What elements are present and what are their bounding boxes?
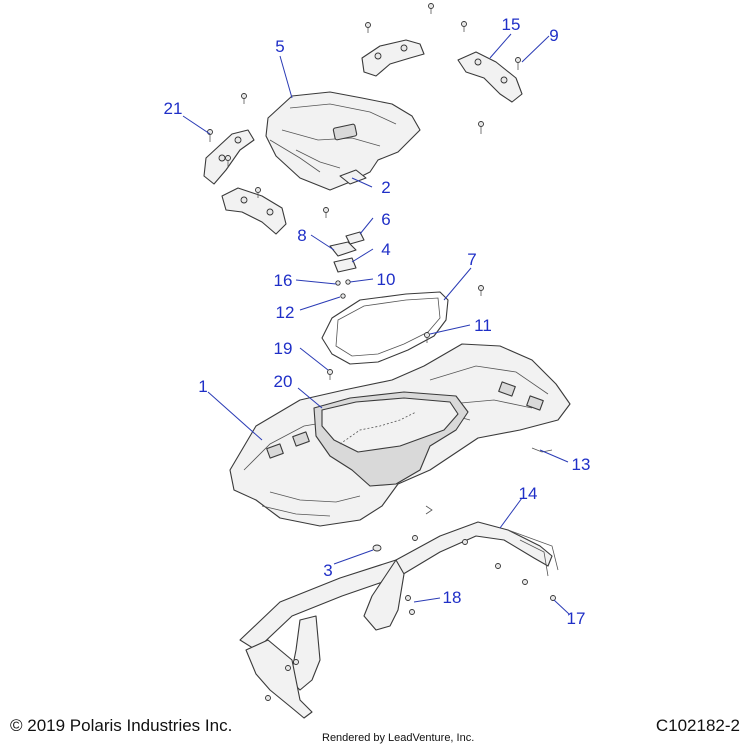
rendered-by-credit: Rendered by LeadVenture, Inc. [322, 732, 475, 744]
bolt-19 [327, 369, 333, 380]
callout-7: 7 [467, 250, 476, 269]
part-clip-small [425, 505, 433, 515]
callout-16: 16 [274, 271, 293, 290]
callout-13: 13 [572, 455, 591, 474]
leader-19 [299, 347, 329, 371]
callout-4: 4 [381, 240, 390, 259]
callout-11: 11 [474, 316, 492, 335]
leader-4 [351, 248, 374, 263]
copyright-notice: © 2019 Polaris Industries Inc. [10, 716, 233, 735]
part-storage-cover [265, 91, 421, 191]
leader-lines [182, 33, 570, 615]
part-rack-bracket-upper [361, 39, 425, 77]
leader-17 [553, 599, 570, 615]
part-rear-frame [239, 521, 559, 719]
leader-20 [297, 387, 323, 409]
callout-15: 15 [502, 15, 521, 34]
leader-21 [182, 115, 211, 135]
callout-10: 10 [377, 270, 396, 289]
callout-6: 6 [381, 210, 390, 229]
leader-2 [351, 177, 373, 188]
callout-5: 5 [275, 37, 284, 56]
leader-5 [279, 55, 293, 99]
part-rack-bracket-left-lower [221, 187, 287, 235]
callout-2: 2 [381, 178, 390, 197]
callout-20: 20 [274, 372, 293, 391]
callout-12: 12 [276, 303, 295, 322]
bolts-scattered [207, 3, 521, 296]
callout-labels: 5 15 9 21 2 6 8 4 16 10 12 7 11 19 20 1 … [164, 15, 591, 628]
leader-16 [295, 279, 337, 285]
callout-19: 19 [274, 339, 293, 358]
leader-13 [539, 449, 569, 463]
leader-15 [489, 33, 512, 59]
leader-8 [310, 234, 335, 251]
callout-21: 21 [164, 99, 183, 118]
callout-14: 14 [519, 484, 538, 503]
part-seal [321, 291, 449, 365]
leader-3 [333, 549, 374, 565]
callout-8: 8 [297, 226, 306, 245]
callout-1: 1 [198, 377, 207, 396]
leader-6 [359, 217, 374, 235]
callout-3: 3 [323, 561, 332, 580]
callout-17: 17 [567, 609, 586, 628]
part-latch-assembly [329, 231, 365, 299]
leader-10 [349, 278, 374, 283]
leader-1 [207, 391, 263, 441]
part-clip-3 [372, 544, 382, 552]
leader-18 [413, 597, 441, 603]
part-storage-bin [313, 391, 469, 487]
part-clip-13 [531, 447, 553, 453]
part-rack-bracket-right [457, 51, 523, 103]
diagram-id: C102182-2 [655, 716, 740, 735]
leader-9 [521, 35, 550, 63]
leader-7 [443, 267, 472, 301]
bolt-11 [424, 332, 430, 343]
leader-14 [499, 497, 523, 529]
callout-18: 18 [443, 588, 462, 607]
callout-9: 9 [549, 26, 558, 45]
leader-11 [429, 324, 471, 335]
part-label-plate [339, 169, 367, 185]
leader-12 [299, 296, 341, 311]
